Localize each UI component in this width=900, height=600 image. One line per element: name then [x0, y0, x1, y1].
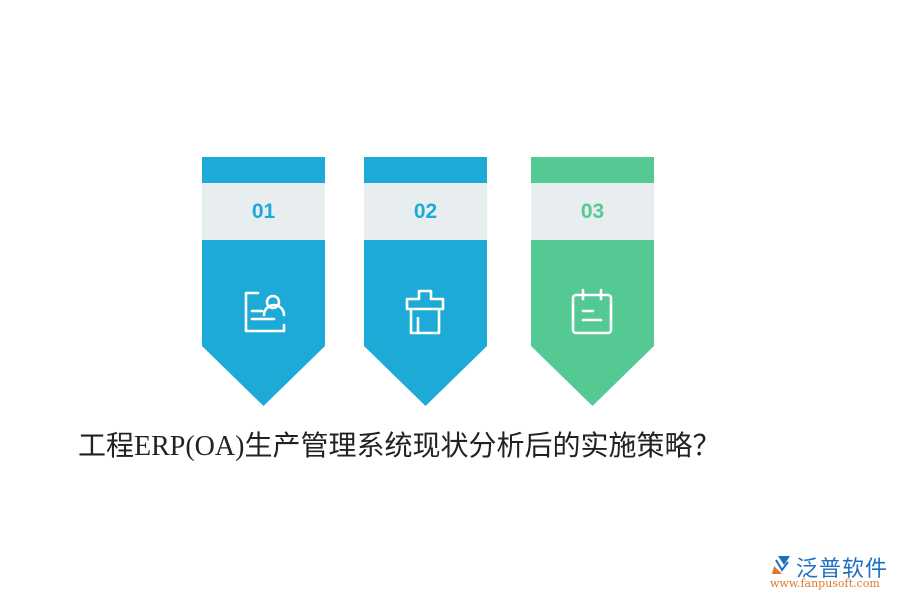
- step-card-03: 03: [531, 157, 654, 406]
- brand-name: 泛普软件: [796, 557, 889, 582]
- fanpu-logo-icon: [772, 556, 790, 574]
- brand-logo: 泛普软件 www.fanpusoft.com: [768, 551, 893, 591]
- shop-box-icon: [405, 289, 445, 335]
- brand-url: www.fanpusoft.com: [770, 577, 880, 590]
- profile-card-icon: [244, 291, 286, 333]
- step-number: 01: [202, 183, 325, 240]
- page-title: 工程ERP(OA)生产管理系统现状分析后的实施策略？: [78, 431, 721, 462]
- step-number: 02: [364, 183, 487, 240]
- step-card-02: 02: [364, 157, 487, 406]
- calendar-note-icon: [571, 288, 613, 335]
- step-card-01: 01: [202, 157, 325, 406]
- step-number: 03: [531, 183, 654, 240]
